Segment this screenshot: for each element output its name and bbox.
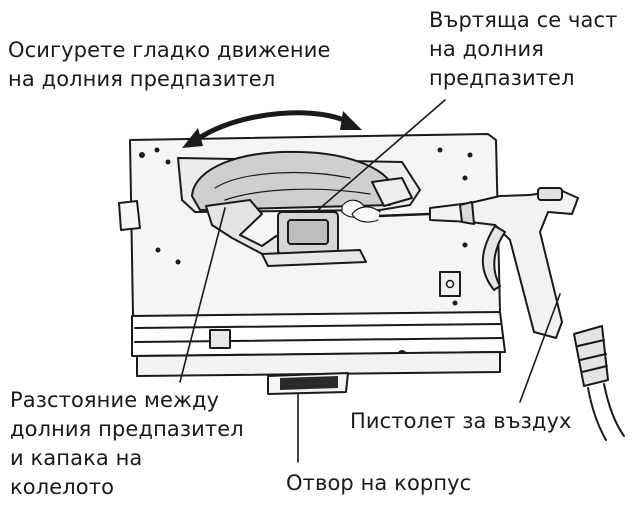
label-housing-opening: Отвор на корпус bbox=[286, 469, 471, 498]
housing-screws bbox=[139, 147, 473, 306]
air-gun-trigger bbox=[481, 225, 506, 291]
label-housing-opening-line-1: Отвор на корпус bbox=[286, 471, 472, 495]
leader-distance bbox=[179, 207, 226, 383]
label-rotating-part: Въртяща се част на долния предпазител bbox=[429, 6, 617, 93]
air-gun bbox=[429, 189, 579, 339]
housing-left-tab bbox=[118, 200, 141, 231]
label-rotating-part-line-3: предпазител bbox=[429, 66, 575, 90]
label-distance: Разстояние между долния предпазител и ка… bbox=[10, 386, 244, 502]
label-rotating-part-line-2: на долния bbox=[429, 37, 544, 61]
label-distance-line-4: колелото bbox=[10, 475, 115, 499]
label-distance-line-3: и капака на bbox=[10, 446, 143, 470]
label-smooth-movement: Осигурете гладко движение на долния пред… bbox=[8, 36, 331, 94]
rotation-arrow bbox=[193, 110, 355, 143]
label-distance-line-2: долния предпазител bbox=[10, 417, 244, 441]
air-stream bbox=[376, 212, 432, 218]
housing-switch-box bbox=[439, 271, 461, 297]
air-hose bbox=[587, 387, 607, 441]
label-air-gun: Пистолет за въздух bbox=[350, 407, 572, 436]
label-air-gun-line-1: Пистолет за въздух bbox=[350, 409, 572, 433]
lower-guard bbox=[205, 199, 291, 259]
leader-rotating bbox=[317, 99, 446, 211]
label-rotating-part-line-1: Въртяща се част bbox=[429, 8, 618, 32]
label-smooth-movement-line-2: на долния предпазител bbox=[8, 67, 276, 91]
label-distance-line-1: Разстояние между bbox=[10, 388, 220, 412]
leader-airgun bbox=[519, 293, 561, 403]
label-smooth-movement-line-1: Осигурете гладко движение bbox=[8, 38, 331, 62]
